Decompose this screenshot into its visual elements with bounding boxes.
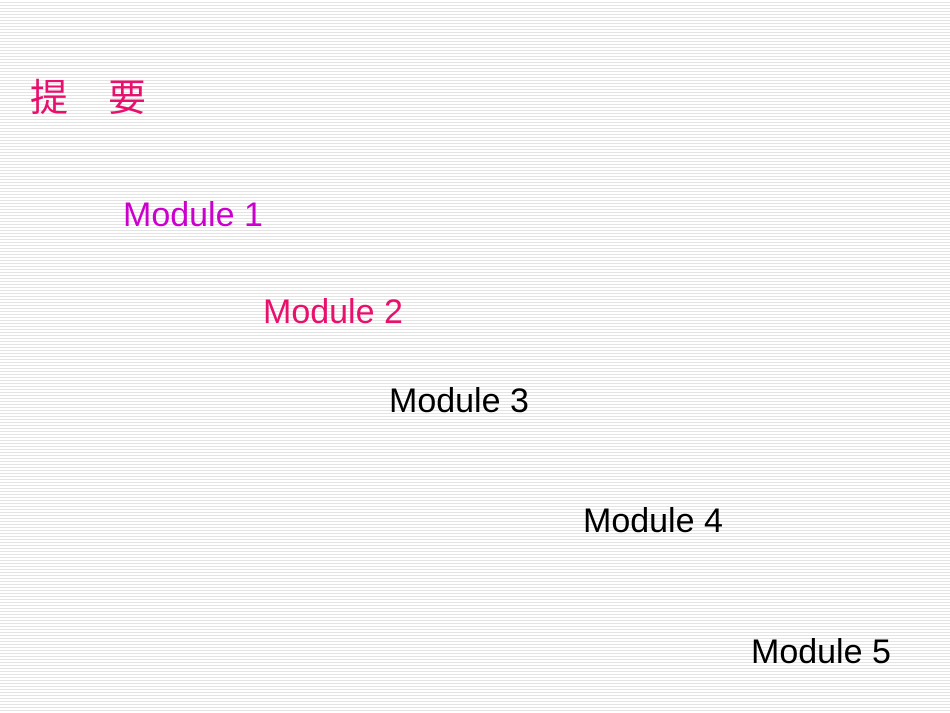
module-5-link[interactable]: Module 5 — [751, 633, 891, 671]
module-3-link[interactable]: Module 3 — [389, 382, 529, 420]
module-2-link[interactable]: Module 2 — [263, 293, 403, 331]
module-1-link[interactable]: Module 1 — [123, 196, 263, 234]
slide-title: 提要 — [30, 76, 187, 120]
module-4-link[interactable]: Module 4 — [583, 502, 723, 540]
